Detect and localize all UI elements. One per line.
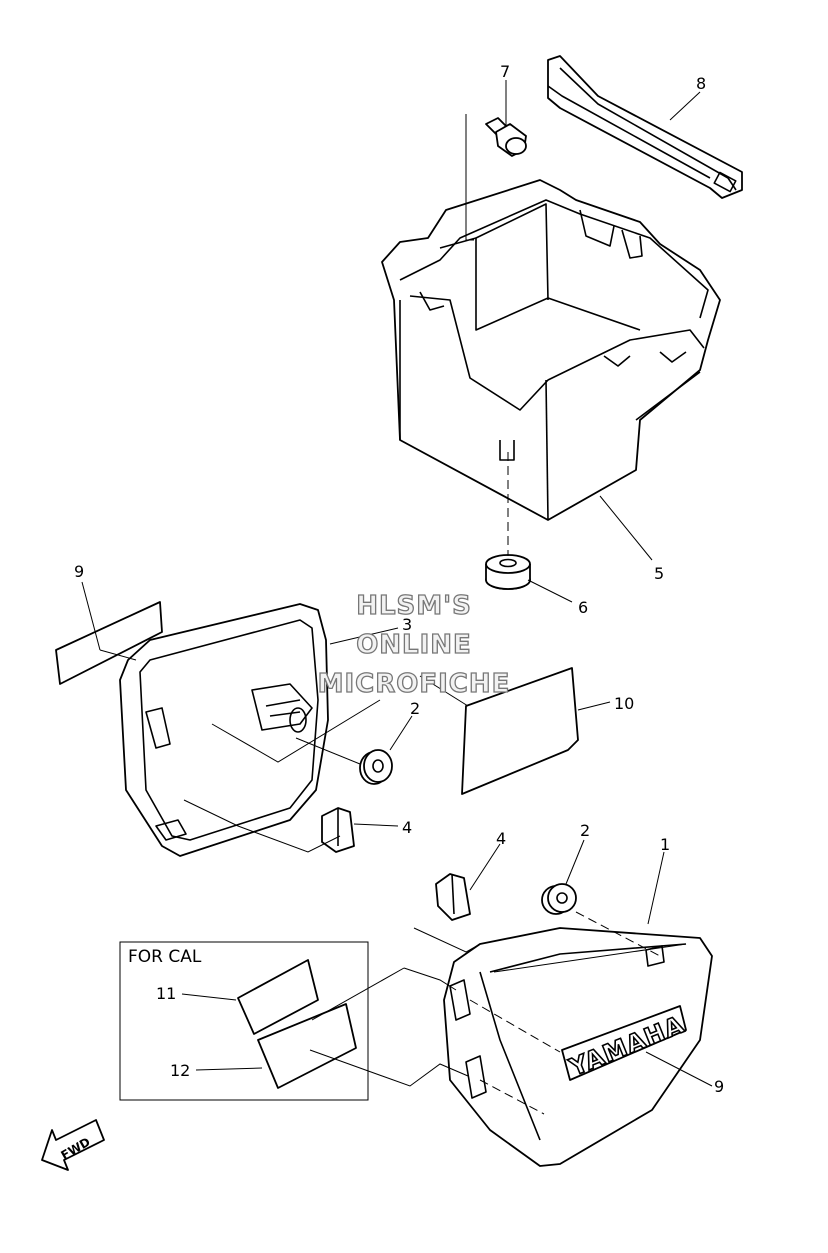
battery-box	[381, 179, 721, 521]
callout-4-lower: 4	[496, 829, 506, 848]
leader-lines	[81, 80, 713, 1087]
callout-12: 12	[170, 1061, 190, 1080]
callout-2-upper: 2	[410, 699, 420, 718]
assembly-lines	[183, 114, 687, 1115]
inset-box-for-cal	[119, 941, 369, 1101]
callout-3: 3	[402, 615, 412, 634]
label-sticker-12	[257, 1003, 357, 1089]
callouts: 7 8 5 6 9 3 2 10 4 4 2 1 9 11 12 FOR CAL	[74, 62, 724, 1096]
callout-6: 6	[578, 598, 588, 617]
grommet-lower	[541, 883, 577, 915]
callout-1: 1	[660, 835, 670, 854]
fwd-arrow	[41, 1119, 105, 1171]
grommet-upper	[359, 749, 393, 785]
label-sticker-11	[237, 959, 319, 1035]
inset-box-title: FOR CAL	[128, 947, 202, 967]
bolt	[485, 117, 527, 157]
watermark-line-1: HLSM'S	[356, 591, 472, 621]
callout-5: 5	[654, 564, 664, 583]
callout-2-lower: 2	[580, 821, 590, 840]
callout-7: 7	[500, 62, 510, 81]
left-emblem	[55, 601, 163, 685]
clip-upper	[321, 807, 355, 853]
callout-9-left: 9	[74, 562, 84, 581]
battery-damper	[485, 554, 531, 590]
clip-lower	[435, 873, 471, 921]
decal-label	[461, 667, 579, 795]
left-side-cover	[119, 603, 329, 857]
callout-4-upper: 4	[402, 818, 412, 837]
callout-8: 8	[696, 74, 706, 93]
callout-9-right: 9	[714, 1077, 724, 1096]
callout-11: 11	[156, 984, 176, 1003]
watermark-line-3: MICROFICHE	[318, 669, 511, 699]
callout-10: 10	[614, 694, 634, 713]
battery-strap	[547, 55, 743, 199]
watermark: HLSM'S ONLINE MICROFICHE	[317, 590, 511, 699]
watermark-line-2: ONLINE	[356, 630, 472, 660]
